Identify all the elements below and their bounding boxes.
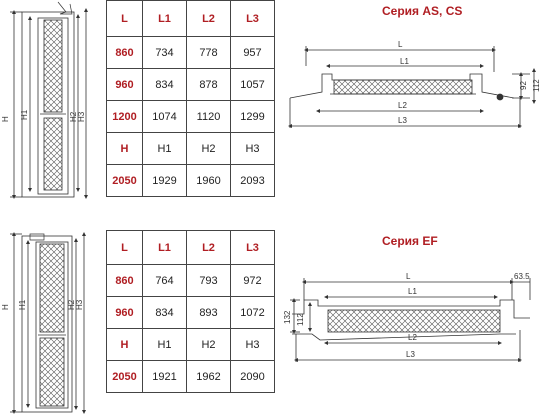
- label-h-bottom: H: [1, 304, 10, 310]
- table-cell: 778: [186, 36, 231, 69]
- table-cell: 1200: [106, 100, 143, 133]
- table-cell: 1929: [142, 164, 187, 197]
- spec-table-ef: L L1 L2 L3 860 764 793 972 960 834 893 1…: [106, 230, 275, 393]
- section-as-cs-labels: L L1 L2 L3 92 112: [398, 40, 540, 125]
- table-cell: 2093: [230, 164, 275, 197]
- table-cell: 1921: [142, 360, 187, 393]
- table-row: 2050 1929 1960 2093: [106, 164, 275, 197]
- table-cell: 834: [142, 296, 187, 329]
- table-cell: 793: [186, 264, 231, 297]
- dim-l2-top: L2: [398, 101, 407, 110]
- table-cell: L2: [186, 0, 231, 37]
- table-cell: 1057: [230, 68, 275, 101]
- table-cell: 764: [142, 264, 187, 297]
- label-h3-bottom: H3: [75, 299, 84, 310]
- series-title-ef: Серия EF: [382, 234, 438, 248]
- table-cell: 960: [106, 68, 143, 101]
- section-ef-labels: L L1 L2 L3 63.5 112 132: [283, 272, 530, 359]
- section-ef: [290, 278, 531, 362]
- door-elevation-top: [10, 1, 88, 199]
- label-h2-bottom: H2: [67, 299, 76, 310]
- table-cell: H: [106, 328, 143, 361]
- table-row: 860 734 778 957: [106, 36, 275, 69]
- label-h3-top: H3: [77, 111, 86, 122]
- dim-l2-bottom: L2: [408, 333, 417, 342]
- dim-l1-top: L1: [400, 57, 409, 66]
- dim-112-top: 112: [532, 79, 540, 92]
- table-cell: H3: [230, 132, 275, 165]
- table-row: L L1 L2 L3: [106, 0, 275, 37]
- dim-l3-top: L3: [398, 116, 407, 125]
- table-row: 1200 1074 1120 1299: [106, 100, 275, 133]
- dim-l-top: L: [398, 40, 403, 49]
- table-cell: 957: [230, 36, 275, 69]
- spec-table-as-cs: L L1 L2 L3 860 734 778 957 960 834 878 1…: [106, 0, 275, 197]
- table-row: 960 834 878 1057: [106, 68, 275, 101]
- label-h1-top: H1: [20, 109, 29, 120]
- table-cell: 1072: [230, 296, 275, 329]
- table-cell: 1120: [186, 100, 231, 133]
- table-cell: 2050: [106, 164, 143, 197]
- table-cell: L1: [142, 230, 187, 265]
- dim-112-bottom: 112: [296, 313, 305, 326]
- dim-l-bottom: L: [406, 272, 411, 281]
- table-cell: L3: [230, 0, 275, 37]
- table-cell: 960: [106, 296, 143, 329]
- series-title-as-cs: Серия AS, CS: [382, 4, 463, 18]
- dim-63-5: 63.5: [514, 272, 530, 281]
- table-cell: 860: [106, 36, 143, 69]
- table-row: 960 834 893 1072: [106, 296, 275, 329]
- table-cell: 2050: [106, 360, 143, 393]
- dim-132: 132: [283, 310, 292, 324]
- table-cell: L1: [142, 0, 187, 37]
- table-cell: 893: [186, 296, 231, 329]
- table-row: L L1 L2 L3: [106, 230, 275, 265]
- table-cell: H2: [186, 328, 231, 361]
- table-cell: 734: [142, 36, 187, 69]
- dim-92: 92: [519, 81, 528, 90]
- elevation-top-labels: H H1 H2 H3: [1, 109, 86, 122]
- table-row: 2050 1921 1962 2090: [106, 360, 275, 393]
- label-h-top: H: [1, 116, 10, 122]
- dim-l3-bottom: L3: [406, 350, 415, 359]
- door-elevation-bottom: [10, 232, 86, 414]
- label-h2-top: H2: [69, 111, 78, 122]
- table-cell: 1299: [230, 100, 275, 133]
- table-cell: 1074: [142, 100, 187, 133]
- table-row: H H1 H2 H3: [106, 328, 275, 361]
- section-as-cs: [288, 46, 536, 128]
- table-cell: H: [106, 132, 143, 165]
- elevation-bottom-labels: H H1 H2 H3: [1, 299, 84, 310]
- table-row: 860 764 793 972: [106, 264, 275, 297]
- table-cell: 878: [186, 68, 231, 101]
- label-h1-bottom: H1: [18, 299, 27, 310]
- table-cell: 1960: [186, 164, 231, 197]
- table-cell: H3: [230, 328, 275, 361]
- table-cell: H1: [142, 132, 187, 165]
- table-cell: 834: [142, 68, 187, 101]
- table-cell: 860: [106, 264, 143, 297]
- table-cell: L: [106, 0, 143, 37]
- dim-l1-bottom: L1: [408, 287, 417, 296]
- table-cell: 972: [230, 264, 275, 297]
- table-cell: 1962: [186, 360, 231, 393]
- table-row: H H1 H2 H3: [106, 132, 275, 165]
- table-cell: H2: [186, 132, 231, 165]
- table-cell: L2: [186, 230, 231, 265]
- table-cell: H1: [142, 328, 187, 361]
- table-cell: L: [106, 230, 143, 265]
- table-cell: L3: [230, 230, 275, 265]
- table-cell: 2090: [230, 360, 275, 393]
